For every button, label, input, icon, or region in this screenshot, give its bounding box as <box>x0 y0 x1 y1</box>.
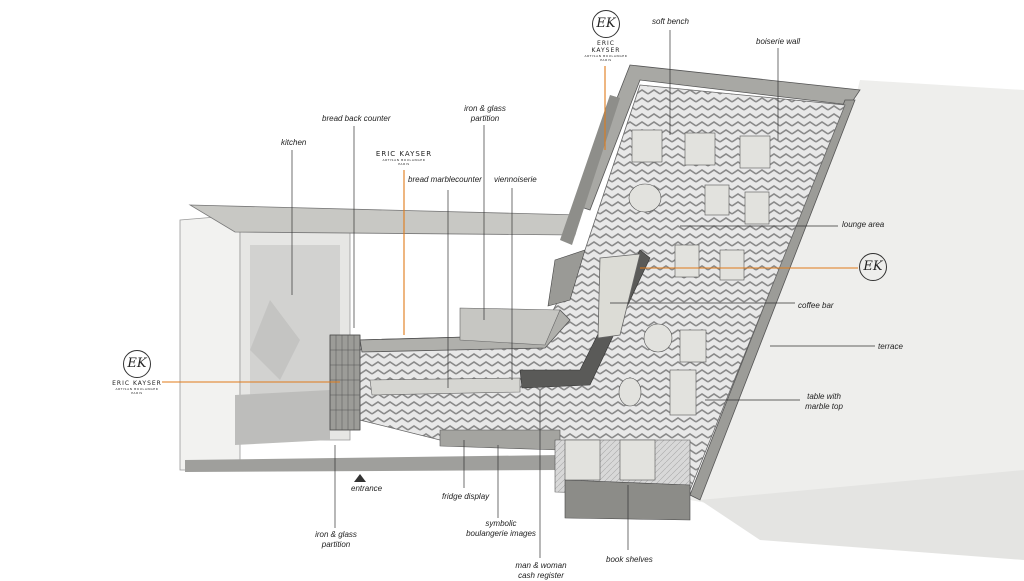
label-iron-glass-partition-bottom: iron & glass partition <box>315 530 357 549</box>
label-soft-bench: soft bench <box>652 17 689 26</box>
label-book-shelves: book shelves <box>606 555 653 564</box>
label-viennoiserie: viennoiserie <box>494 175 537 184</box>
label-boiserie-wall: boiserie wall <box>756 37 801 46</box>
logo-right: EK <box>858 253 888 281</box>
label-fridge-display: fridge display <box>442 492 490 501</box>
logo-tagline: ARTISAN BOULANGER <box>584 54 628 58</box>
entrance-arrow <box>354 474 366 482</box>
logo-monogram-icon: EK <box>592 10 620 38</box>
label-lounge-area: lounge area <box>842 220 885 229</box>
label-cash-register: man & woman cash register <box>515 561 567 580</box>
logo-left: EK ERIC KAYSER ARTISAN BOULANGER PARIS <box>112 350 162 395</box>
label-bread-back-counter: bread back counter <box>322 114 391 123</box>
leader-lines <box>291 30 875 558</box>
label-terrace: terrace <box>878 342 903 351</box>
lounge-furniture <box>564 129 771 481</box>
logo-bread-counter: ERIC KAYSER ARTISAN BOULANGER PARIS <box>372 148 436 166</box>
logo-accent-lines <box>162 66 858 383</box>
logo-monogram-icon: EK <box>859 253 887 281</box>
label-table-marble-top: table with marble top <box>805 392 843 411</box>
logo-monogram-icon: EK <box>123 350 151 378</box>
label-symbolic-images: symbolic boulangerie images <box>466 519 536 538</box>
label-iron-glass-partition-top: iron & glass partition <box>464 104 506 123</box>
logo-tagline: ARTISAN BOULANGER <box>382 158 426 162</box>
logo-city: PARIS <box>600 58 612 62</box>
logo-tagline: ARTISAN BOULANGER <box>115 387 159 391</box>
label-coffee-bar: coffee bar <box>798 301 834 310</box>
logo-city: PARIS <box>131 391 143 395</box>
logo-brand: ERIC KAYSER <box>112 380 162 387</box>
terrace-area <box>690 80 1024 560</box>
logo-top: EK ERIC KAYSER ARTISAN BOULANGER PARIS <box>583 10 629 62</box>
logo-city: PARIS <box>398 162 410 166</box>
label-bread-marble-counter: bread marblecounter <box>408 175 482 184</box>
label-entrance: entrance <box>351 484 383 493</box>
logo-brand: ERIC KAYSER <box>591 40 621 54</box>
label-kitchen: kitchen <box>281 138 307 147</box>
kitchen-block <box>179 204 581 472</box>
logo-brand: ERIC KAYSER <box>375 150 433 158</box>
